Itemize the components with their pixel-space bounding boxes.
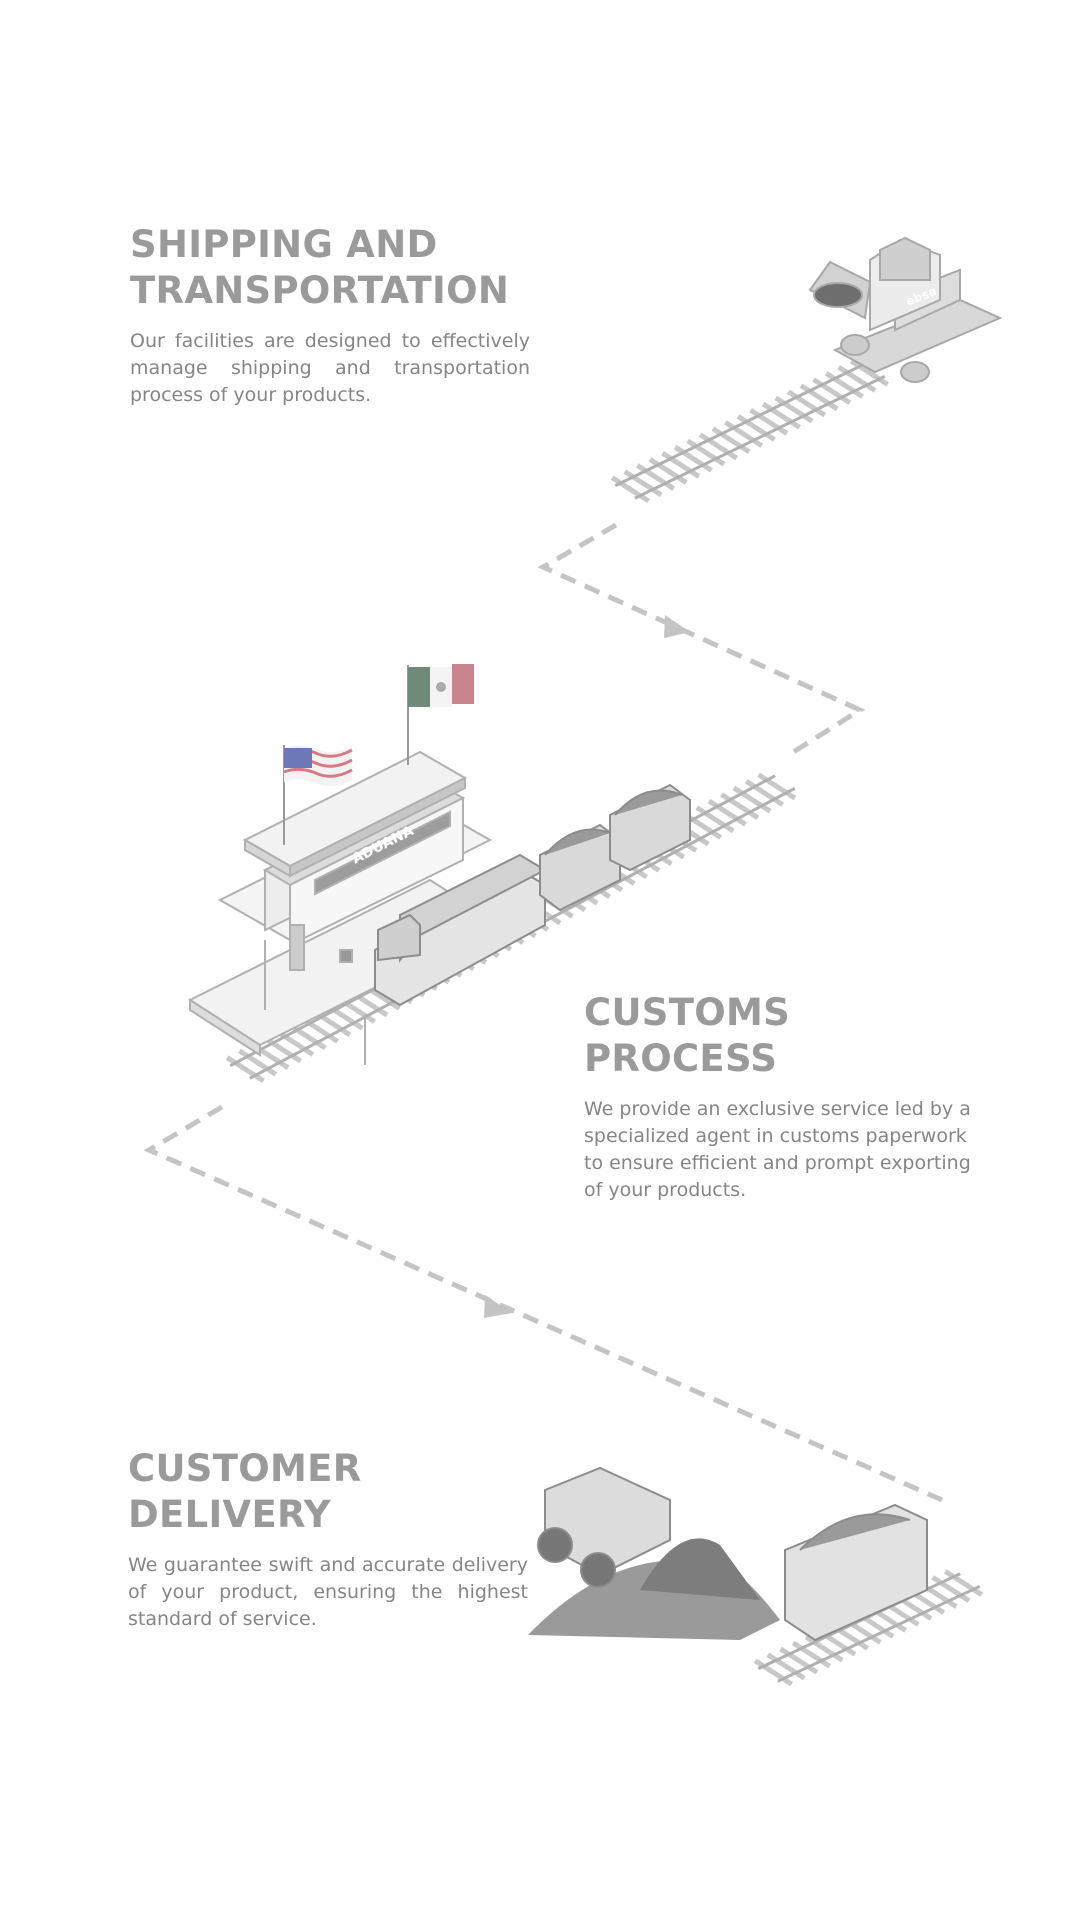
rail-tie	[804, 1634, 844, 1663]
rail-tie	[943, 1569, 984, 1597]
rail-tie	[779, 1646, 819, 1675]
rail-tie	[661, 451, 701, 479]
rail-tie	[695, 805, 735, 834]
rail-tie	[610, 475, 650, 504]
usa-flag-icon	[283, 745, 353, 845]
rail-tie	[707, 798, 747, 827]
rail-track	[610, 358, 889, 504]
rail-tie	[761, 401, 801, 430]
rail-tie	[275, 1029, 315, 1057]
mexico-flag-icon	[407, 664, 474, 765]
rail-tie	[849, 358, 889, 387]
section-delivery: CUSTOMER DELIVERY We guarantee swift and…	[128, 1446, 528, 1633]
rail-tie	[837, 365, 877, 393]
rail-tie	[686, 438, 726, 467]
rail-tie	[757, 772, 797, 801]
rail-tie	[711, 426, 751, 455]
rail-tie	[786, 389, 827, 418]
rail-tie	[225, 1055, 265, 1083]
rail-tie	[791, 1640, 831, 1669]
title-line-2: TRANSPORTATION	[130, 269, 510, 312]
customs-station-illustration: ADUANA	[187, 750, 503, 1065]
route-arrow-icon	[484, 1295, 512, 1318]
rail-tie	[824, 371, 864, 399]
rail-tie	[238, 1048, 278, 1077]
rail-tie	[720, 792, 760, 820]
rail	[777, 1584, 981, 1683]
rail-tie	[262, 1035, 302, 1064]
rail-tie	[931, 1575, 971, 1603]
rail-tie	[749, 408, 789, 436]
rail-tie	[623, 469, 663, 498]
title-line-1: SHIPPING AND	[130, 223, 438, 266]
rail-tie	[753, 1658, 793, 1687]
rail-tie	[636, 463, 676, 491]
rail-tie	[766, 1652, 806, 1681]
rail-tie	[732, 785, 772, 814]
delivery-illustration	[528, 1466, 928, 1642]
route-path-2	[143, 1104, 944, 1503]
train-illustration	[374, 783, 691, 1007]
rail-tie	[744, 779, 784, 807]
section-description: We provide an exclusive service led by a…	[584, 1098, 971, 1201]
section-title: SHIPPING AND TRANSPORTATION	[130, 222, 530, 314]
rail-tie	[698, 432, 739, 461]
section-title: CUSTOMER DELIVERY	[128, 1447, 362, 1536]
rail-tie	[724, 420, 764, 448]
rail-tie	[736, 414, 776, 442]
route-arrow-icon	[664, 615, 690, 638]
rail-tie	[812, 377, 852, 405]
excavator-illustration: ebsa	[808, 236, 1003, 383]
rail-tie	[648, 457, 688, 485]
rail-tie	[673, 444, 713, 473]
section-shipping: SHIPPING AND TRANSPORTATION Our faciliti…	[130, 222, 530, 409]
rail	[634, 374, 886, 500]
section-description: We guarantee swift and accurate delivery…	[128, 1554, 528, 1630]
rail-tie	[799, 383, 839, 412]
section-title: CUSTOMS PROCESS	[584, 991, 791, 1080]
section-description: Our facilities are designed to effective…	[130, 330, 530, 406]
rail	[614, 362, 866, 488]
section-customs: CUSTOMS PROCESS We provide an exclusive …	[584, 990, 974, 1204]
rail-tie	[774, 395, 814, 424]
route-path-1	[537, 522, 866, 759]
